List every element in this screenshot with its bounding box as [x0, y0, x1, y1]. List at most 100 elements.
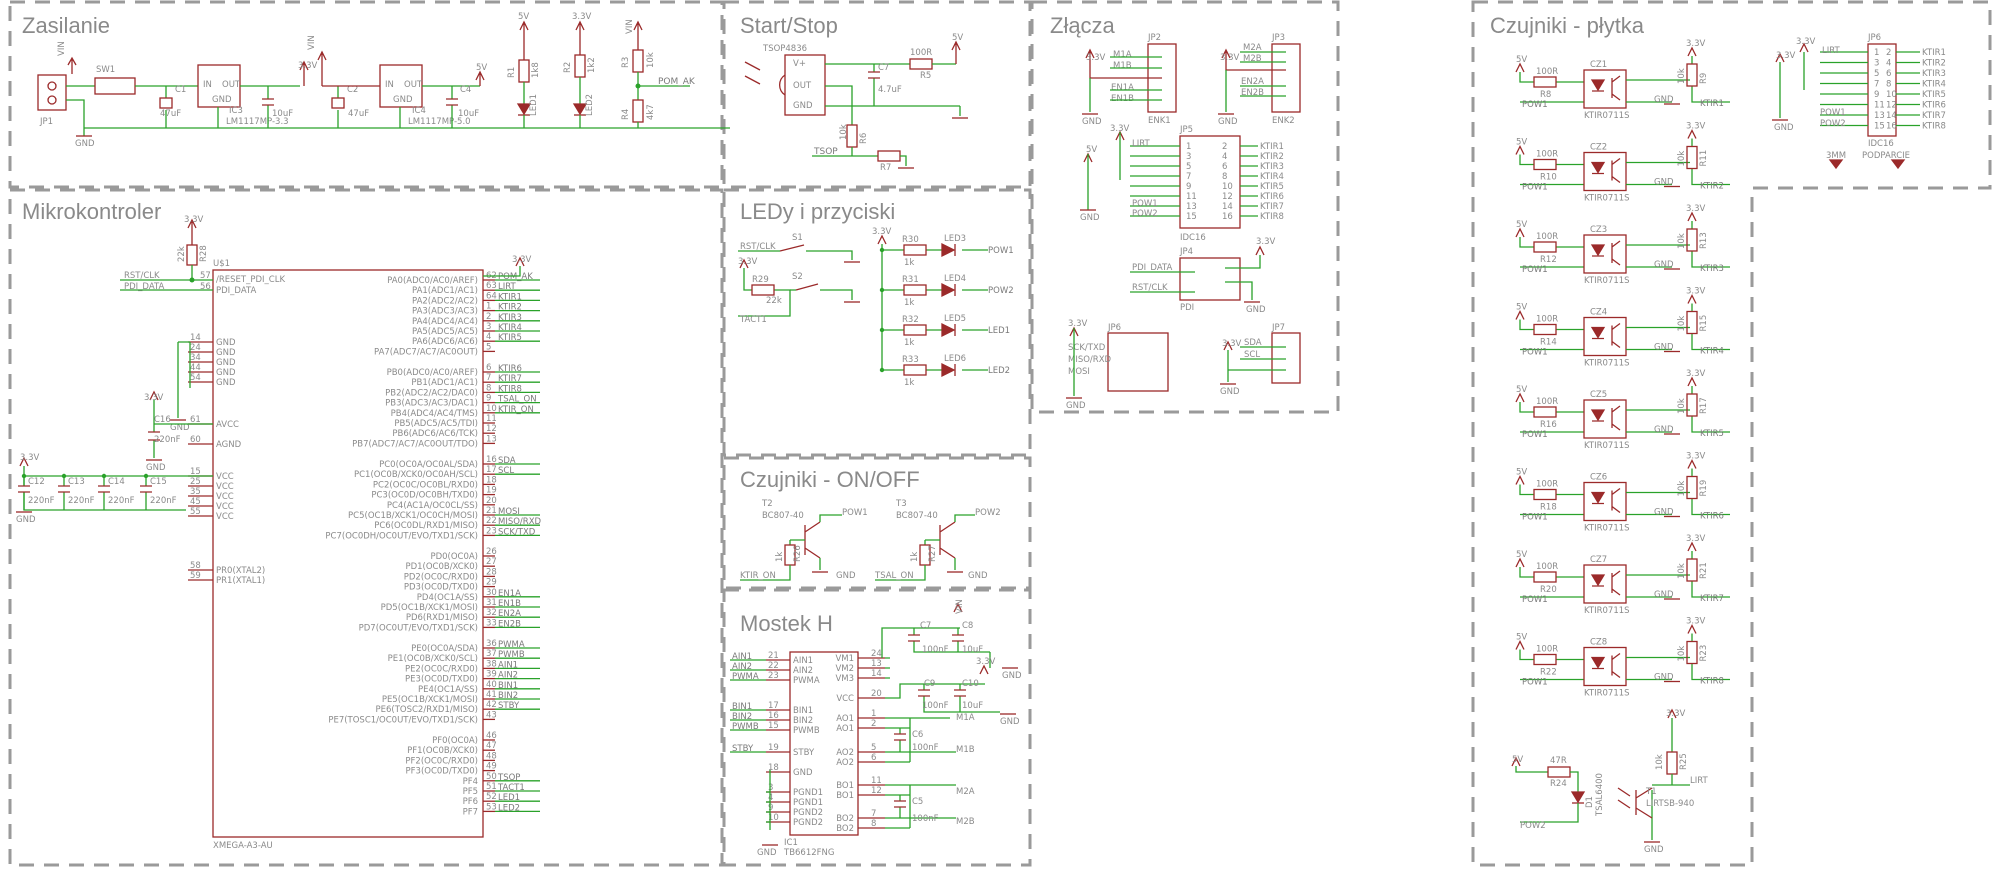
led-label: LED6	[944, 354, 966, 364]
mcu-right-pin-name: PD2(OC0C/RXD0)	[404, 572, 478, 582]
r26-label: R26	[793, 545, 803, 562]
led-net-label: LED2	[988, 366, 1010, 376]
mostek-c5-label: C5	[912, 797, 923, 807]
hbridge-left-pin-num: 23	[768, 671, 779, 681]
sensor-phototransistor	[1592, 75, 1621, 101]
ic4-gnd-pin: GND	[393, 95, 413, 105]
mcu-left-pin-name: PR1(XTAL1)	[216, 576, 265, 586]
mcu-rst-net: RST/CLK	[124, 271, 160, 281]
mcu-right-pin-name: PD3(OC0D/TXD0)	[404, 583, 478, 593]
jp4-rst-clk: RST/CLK	[1132, 283, 1168, 293]
sensor-5v-label: 5V	[1516, 385, 1527, 395]
gnd-caps: GND	[16, 515, 36, 525]
hbridge-right-pin-num: 7	[871, 809, 876, 819]
sensor-pullup-resistor	[1686, 228, 1698, 252]
jp5-right-num: 12	[1222, 192, 1233, 202]
mcu-net-label: AIN2	[498, 671, 518, 681]
sensor-ktir	[1583, 151, 1627, 192]
hbridge-net-label: PWMB	[732, 722, 759, 732]
ic3-out-pin: OUT	[222, 80, 241, 90]
sensor-pullup-resistor	[1686, 63, 1698, 87]
v33-jp3: 3.3V	[1220, 53, 1240, 63]
v33-jp7: 3.3V	[1222, 339, 1242, 349]
hbridge-left-pin-name: STBY	[793, 748, 815, 758]
mcu-right-pin-num: 17	[486, 465, 497, 475]
mcu-net-label: AIN1	[498, 660, 518, 670]
sensor-pullup-wire	[1691, 468, 1730, 516]
hbridge-left-pin-num: 9	[768, 803, 773, 813]
enk2-en2a: EN2A	[1241, 77, 1264, 87]
sensor-pullup-resistor	[1686, 640, 1698, 665]
leds-buttons-section: RST/CLK S1 3.3V R29 22k TACT1 S2 3.3V R3…	[738, 227, 1014, 388]
s2-label: S2	[792, 272, 803, 282]
sensor-gnd-label: GND	[1654, 590, 1674, 600]
sensor-phototransistor	[1592, 652, 1621, 679]
sensor-pullup-resistor	[1686, 475, 1698, 500]
mcu-right-pin-name: PC4(AC1A/OC0CL/SS)	[387, 501, 478, 511]
sensor-pullup-label: R9	[1699, 73, 1709, 84]
enk1-m1a: M1A	[1113, 50, 1132, 60]
sensor-led-resistor	[1533, 323, 1557, 336]
sensor-ir-led	[1590, 656, 1606, 669]
gnd-mostek-mid: GND	[1000, 717, 1020, 727]
mostek-c8-label: C8	[962, 621, 973, 631]
mcu-right-pin-num: 49	[486, 762, 497, 772]
mcu-left-pin-name: PR0(XTAL2)	[216, 566, 265, 576]
r29-value: 22k	[766, 296, 782, 306]
jp5-right-num: 4	[1222, 152, 1227, 162]
led-net-label: POW1	[988, 246, 1014, 256]
mcu-net-label: KTIR4	[498, 323, 522, 333]
sensor-output-wire	[1626, 409, 1690, 433]
s1-label: S1	[792, 233, 803, 243]
led-resistor-label: R32	[902, 315, 919, 325]
sensor-5v-arrow	[1515, 227, 1525, 238]
sensor-ktir-net: KTIR8	[1700, 677, 1724, 687]
led-junction	[879, 247, 885, 253]
sensor-ir-led	[1590, 491, 1606, 504]
sensor-led-resistor-label: R22	[1540, 668, 1557, 678]
mcu-right-pin-num: 30	[486, 588, 497, 598]
sensor-ktir	[1583, 234, 1627, 274]
hbridge-right-pin-name: BO1	[836, 781, 854, 791]
section-title-startstop: Start/Stop	[740, 13, 838, 38]
enk2-en2b: EN2B	[1241, 88, 1264, 98]
sensor-v33-label: 3.3V	[1686, 122, 1706, 132]
mostek-m2a: M2A	[956, 787, 975, 797]
hbridge-right-pin-name: AO2	[836, 758, 854, 768]
sensor-pullup-value: 10k	[1677, 481, 1687, 497]
sensor-ktir-part: KTIR0711S	[1584, 359, 1630, 369]
c7-label: C7	[878, 63, 889, 73]
mcu-right-pin-num: 52	[486, 792, 497, 802]
mcu-net-label: MOSI	[498, 507, 520, 517]
board-jp6-right-num: 2	[1886, 48, 1891, 58]
mcu-right-pin-name: PE3(OC0D/TXD0)	[405, 675, 478, 685]
sensor-pow-net: POW1	[1522, 100, 1548, 110]
t3-part: BC807-40	[896, 511, 938, 521]
c4-value: 10uF	[458, 109, 479, 119]
vin-mostek: VIN	[955, 599, 965, 614]
sensor-cz-label: CZ4	[1590, 308, 1607, 318]
hbridge-left-pin-num: 21	[768, 651, 779, 661]
board-jp6-ktir-net: KTIR2	[1922, 59, 1946, 69]
sensor-5v-arrow	[1515, 475, 1525, 485]
jp7-label: JP7	[1271, 323, 1285, 333]
r7-label: R7	[880, 163, 891, 173]
hbridge-right-pin-name: VM2	[835, 664, 854, 674]
mcu-net-label: KTIR3	[498, 313, 522, 323]
mcu-net-label: BIN2	[498, 691, 518, 701]
mcu-right-pin-name: PB5(ADC5/AC5/TDI)	[394, 419, 478, 429]
r2-resistor	[574, 54, 586, 78]
mcu-pdi-pin-num: 56	[200, 282, 211, 292]
mcu-cap-value: 220nF	[28, 496, 55, 506]
sensor-led-resistor	[1533, 488, 1557, 501]
mcu-right-pin-num: 38	[486, 659, 497, 669]
sensor-ir-led	[1590, 574, 1606, 587]
power-gnd-label: GND	[75, 139, 95, 149]
sensor-pullup-value: 10k	[1677, 563, 1687, 579]
mcu-right-pin-name: PC0(OC0A/OC0AL/SDA)	[379, 460, 478, 470]
gnd-t3: GND	[968, 571, 988, 581]
board-v33-jp6b: 3.3V	[1796, 37, 1816, 47]
jp1-label: JP1	[39, 117, 53, 127]
mcu-right-pin-num: 47	[486, 741, 497, 751]
led1-label: LED1	[529, 94, 539, 116]
